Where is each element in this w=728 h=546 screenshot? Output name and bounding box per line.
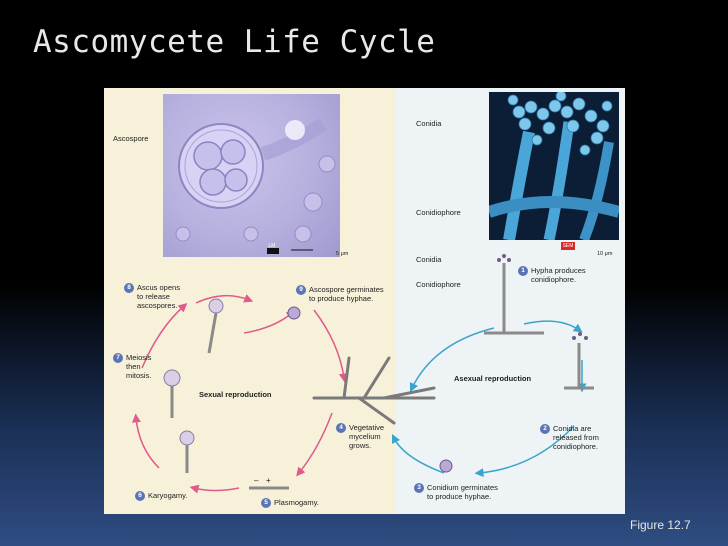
step-6-text: Karyogamy. (148, 491, 188, 500)
step-2-badge: 2 (540, 424, 550, 434)
step-4-badge: 4 (336, 423, 346, 433)
step-3-text: Conidium germinates to produce hyphae. (427, 483, 498, 501)
step-3-badge: 3 (414, 483, 424, 493)
step-6-badge: 6 (135, 491, 145, 501)
ascospore-label: Ascospore (113, 134, 149, 143)
step-1-badge: 1 (518, 266, 528, 276)
sem-scale-label: 10 μm (597, 251, 613, 257)
sem-tag: SEM (561, 242, 575, 250)
lm-tag: LM (268, 243, 276, 249)
step-5-badge: 5 (261, 498, 271, 508)
step-1-text: Hypha produces conidiophore. (531, 266, 586, 284)
step-8-text: Ascus opens to release ascospores. (137, 283, 180, 310)
step-9-badge: 9 (296, 285, 306, 295)
figure-caption: Figure 12.7 (630, 518, 691, 532)
svg-text:–: – (254, 476, 259, 485)
step-4-text: Vegetative mycelium grows. (349, 423, 385, 450)
svg-text:+: + (266, 476, 271, 485)
step-8-badge: 8 (124, 283, 134, 293)
sexual-reproduction-label: Sexual reproduction (199, 390, 272, 399)
step-9-text: Ascospore germinates to produce hyphae. (309, 285, 384, 303)
slide-title: Ascomycete Life Cycle (33, 24, 436, 60)
lm-scale-label: 5 μm (336, 251, 349, 257)
sem-conidia-label: Conidia (416, 119, 442, 128)
step-2-text: Conidia are released from conidiophore. (553, 424, 599, 451)
step-5-text: Plasmogamy. (274, 498, 319, 507)
sem-conidiophore-label: Conidiophore (416, 208, 461, 217)
cycle-diagram: + – (131, 254, 594, 494)
diagram-conidiophore-label: Conidiophore (416, 280, 461, 289)
diagram-conidia-label: Conidia (416, 255, 442, 264)
life-cycle-figure: LM 5 μm Ascospore Conidia Conidiophore S… (104, 88, 625, 514)
step-7-text: Meiosis then mitosis. (126, 353, 152, 380)
asexual-reproduction-label: Asexual reproduction (454, 374, 532, 383)
ascospore-micrograph (163, 94, 340, 257)
step-7-badge: 7 (113, 353, 123, 363)
conidia-micrograph (489, 92, 619, 240)
